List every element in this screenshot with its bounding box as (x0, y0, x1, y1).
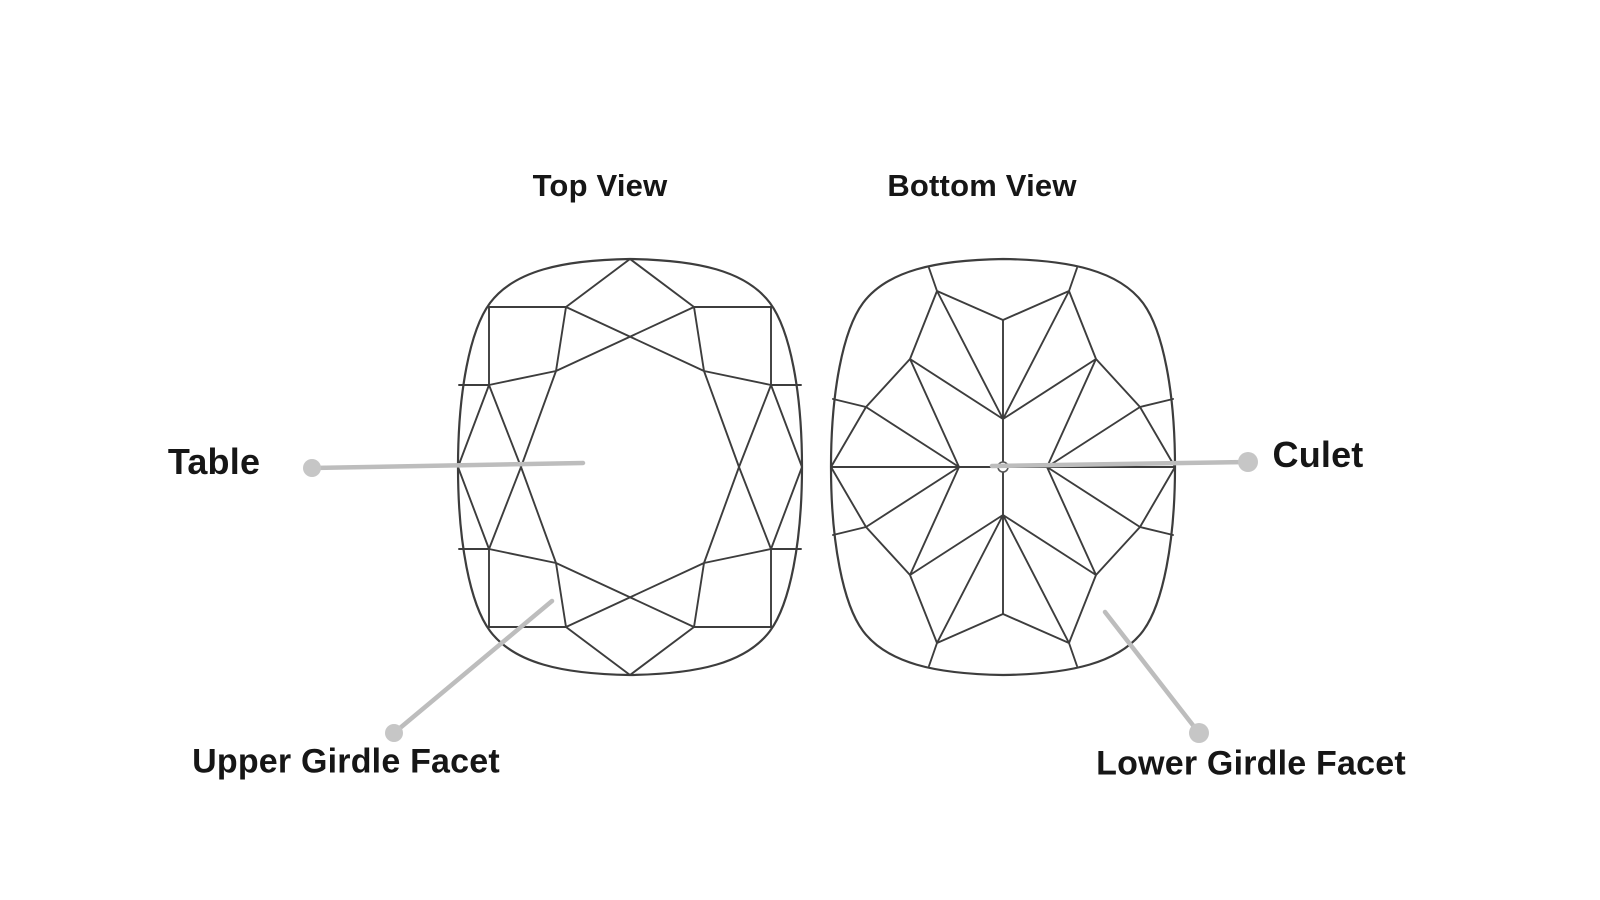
upper-girdle-leader-line (391, 598, 555, 736)
lower-girdle-leader-dot (1189, 723, 1209, 743)
table-leader-dot (303, 459, 321, 477)
lower-girdle-facet-label: Lower Girdle Facet (1096, 744, 1406, 783)
lower-girdle-leader-line (1102, 609, 1202, 736)
top-view-crown-facets (457, 258, 803, 676)
upper-girdle-leader-dot (385, 724, 403, 742)
table-leader-line (309, 460, 586, 471)
top-view-diagram (456, 257, 804, 677)
bottom-view-girdle-outline (829, 257, 1177, 677)
upper-girdle-facet-label: Upper Girdle Facet (192, 742, 500, 781)
culet-leader-dot (1238, 452, 1258, 472)
bottom-view-title: Bottom View (887, 168, 1077, 203)
top-view-title: Top View (532, 168, 668, 203)
culet-label: Culet (1272, 434, 1364, 475)
top-view-girdle-outline (456, 257, 804, 677)
table-label: Table (167, 441, 261, 482)
bottom-view-pavilion-facets (830, 267, 1176, 667)
culet-leader-line (989, 459, 1251, 469)
callout-leaders (303, 452, 1258, 743)
